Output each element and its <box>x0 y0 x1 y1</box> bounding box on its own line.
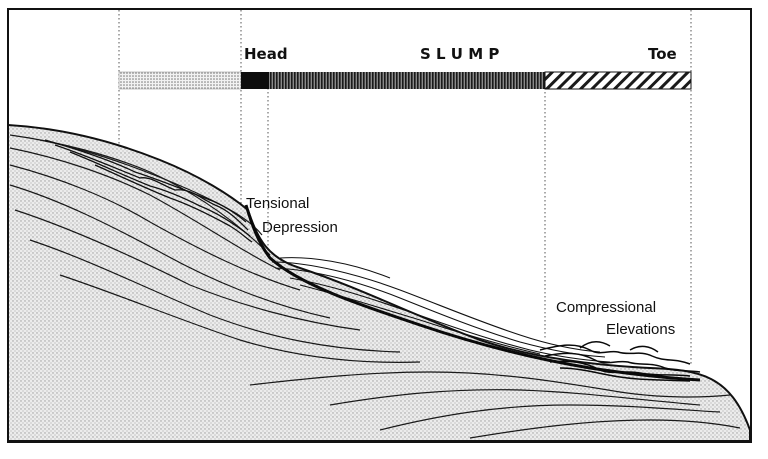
toe-compression-folds <box>539 341 701 382</box>
bedding-lines <box>9 134 421 363</box>
legend-bar <box>118 71 692 90</box>
legend-bar-stable-ground <box>118 71 242 90</box>
legend-bar-toe <box>544 71 692 90</box>
head-crumpled-layers <box>44 139 253 243</box>
label-slump: S L U M P <box>420 45 499 63</box>
label-toe: Toe <box>648 45 677 63</box>
slump-block-layers <box>271 257 611 363</box>
label-tensional-line1: Tensional <box>246 195 309 212</box>
lower-strata <box>249 371 741 439</box>
guide-lines <box>118 10 692 365</box>
label-compressional-line2: Elevations <box>606 321 675 338</box>
label-compressional-line1: Compressional <box>556 299 656 316</box>
label-head: Head <box>244 45 288 63</box>
legend-bar-head-block <box>241 72 269 89</box>
legend-bar-slump-body <box>269 72 545 89</box>
label-tensional-line2: Depression <box>262 219 338 236</box>
